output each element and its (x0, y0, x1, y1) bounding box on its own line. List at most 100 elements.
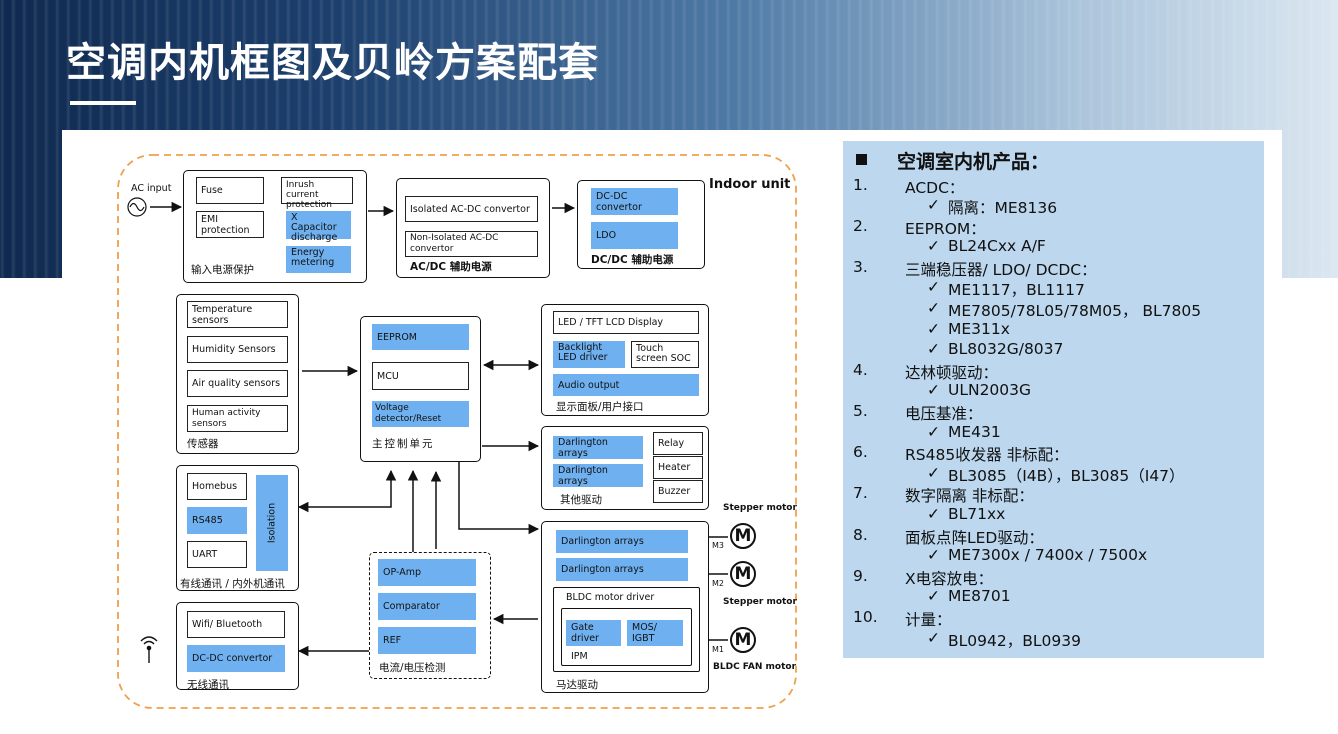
energy-metering-box: Energy metering (286, 246, 351, 273)
check-icon: ✓ (927, 464, 940, 482)
darlington-arrays-2-box: Darlington arrays (553, 464, 643, 487)
sine-wave (129, 202, 145, 212)
isolated-acdc-box: Isolated AC-DC convertor (405, 196, 538, 222)
air-quality-sensors-box: Air quality sensors (187, 370, 288, 397)
op-amp-box: OP-Amp (378, 559, 476, 586)
ac-input-label: AC input (131, 183, 172, 194)
touch-screen-soc-box: Touch screen SOC (631, 341, 699, 368)
mos-igbt-box: MOS/ IGBT (627, 620, 683, 646)
product-num: 6. (853, 443, 868, 461)
fuse-box: Fuse (196, 177, 264, 204)
title-underline (70, 101, 136, 105)
audio-output-box: Audio output (553, 374, 699, 396)
lcd-display-box: LED / TFT LCD Display (553, 311, 699, 334)
product-num: 4. (853, 361, 868, 379)
product-num: 5. (853, 402, 868, 420)
indoor-unit-boundary (117, 154, 797, 709)
motor-darlington-2-box: Darlington arrays (556, 558, 688, 581)
rs485-box: RS485 (187, 507, 247, 534)
product-model: 隔离：ME8136 (948, 199, 1058, 217)
check-icon: ✓ (927, 546, 940, 564)
product-model: ME311x (948, 320, 1010, 338)
products-panel (843, 141, 1264, 658)
emi-protection-box: EMI protection (196, 211, 264, 238)
check-icon: ✓ (927, 587, 940, 605)
product-model: BL0942，BL0939 (948, 632, 1081, 650)
mcu-box: MCU (372, 362, 469, 390)
product-name: ACDC： (905, 179, 965, 197)
motor-darlington-1-box: Darlington arrays (556, 530, 688, 553)
product-num: 7. (853, 484, 868, 502)
product-model: BL8032G/8037 (948, 340, 1064, 358)
check-icon: ✓ (927, 196, 940, 214)
product-model: ME8701 (948, 587, 1011, 605)
product-num: 3. (853, 258, 868, 276)
isolation-label: Isolation (266, 502, 278, 544)
check-icon: ✓ (927, 340, 940, 358)
x-capacitor-box: X Capacitor discharge (286, 211, 351, 243)
check-icon: ✓ (927, 237, 940, 255)
square-bullet-icon (856, 154, 867, 165)
voltage-detector-box: Voltage detector/Reset (372, 401, 469, 427)
product-model: ME431 (948, 423, 1001, 441)
check-icon: ✓ (927, 278, 940, 296)
inrush-current-box: Inrush current protection (281, 177, 353, 210)
ipm-label: IPM (571, 651, 588, 662)
product-num: 1. (853, 176, 868, 194)
dcdc-caption: DC/DC 辅助电源 (591, 254, 674, 266)
product-name: 电压基准： (905, 405, 983, 423)
mcu-to-motor-drive-arrow (458, 462, 540, 535)
product-num: 10. (853, 608, 878, 626)
check-icon: ✓ (927, 381, 940, 399)
product-num: 2. (853, 217, 868, 235)
product-name: RS485收发器 非标配： (905, 446, 1069, 464)
homebus-box: Homebus (187, 473, 247, 500)
wifi-antenna-icon (140, 636, 158, 663)
other-drivers-caption: 其他驱动 (560, 494, 602, 506)
dcdc-converter-box: DC-DC convertor (591, 188, 678, 215)
product-model: ME7805/78L05/78M05， BL7805 (948, 302, 1202, 320)
isolation-box: Isolation (256, 475, 288, 571)
temperature-sensors-box: Temperature sensors (187, 301, 288, 328)
main-control-caption: 主控制单元 (372, 438, 435, 450)
eeprom-box: EEPROM (372, 324, 469, 350)
relay-box: Relay (653, 432, 703, 455)
backlight-driver-box: Backlight LED driver (553, 341, 625, 368)
product-num: 9. (853, 567, 868, 585)
acdc-caption: AC/DC 辅助电源 (410, 261, 492, 273)
product-name: EEPROM： (905, 220, 986, 238)
product-name: 三端稳压器/ LDO/ DCDC： (905, 261, 1097, 279)
human-activity-sensors-box: Human activity sensors (187, 405, 288, 432)
product-model: BL71xx (948, 505, 1006, 523)
wireless-dcdc-box: DC-DC convertor (187, 645, 285, 672)
check-icon: ✓ (927, 299, 940, 317)
m2-motor-icon: M (730, 561, 756, 587)
check-icon: ✓ (927, 320, 940, 338)
indoor-unit-label: Indoor unit (709, 177, 791, 192)
uart-box: UART (187, 541, 247, 568)
product-model: BL3085（I4B），BL3085（I47） (948, 467, 1185, 485)
buzzer-box: Buzzer (653, 480, 703, 503)
non-isolated-acdc-box: Non-Isolated AC-DC convertor (405, 231, 538, 257)
products-heading: 空调室内机产品： (897, 151, 1050, 173)
m1-label: M1 (712, 645, 724, 654)
check-icon: ✓ (927, 423, 940, 441)
gate-driver-box: Gate driver (566, 620, 621, 646)
m3-label: M3 (712, 541, 724, 550)
display-caption: 显示面板/用户接口 (556, 401, 644, 413)
wifi-bluetooth-box: Wifi/ Bluetooth (187, 611, 285, 638)
product-name: X电容放电： (905, 570, 994, 588)
detection-caption: 电流/电压检测 (379, 662, 446, 674)
ref-box: REF (378, 627, 476, 654)
motor-drive-caption: 马达驱动 (556, 679, 598, 691)
m1-motor-icon: M (730, 627, 756, 653)
m2-label: M2 (712, 579, 724, 588)
mcu-wired-arrow (297, 469, 397, 513)
m3-motor-icon: M (730, 523, 756, 549)
check-icon: ✓ (927, 629, 940, 647)
product-model: ME1117，BL1117 (948, 281, 1085, 299)
comparator-box: Comparator (378, 593, 476, 620)
darlington-arrays-1-box: Darlington arrays (553, 436, 643, 459)
bldc-driver-label: BLDC motor driver (566, 592, 655, 603)
product-name: 数字隔离 非标配： (905, 487, 1034, 505)
